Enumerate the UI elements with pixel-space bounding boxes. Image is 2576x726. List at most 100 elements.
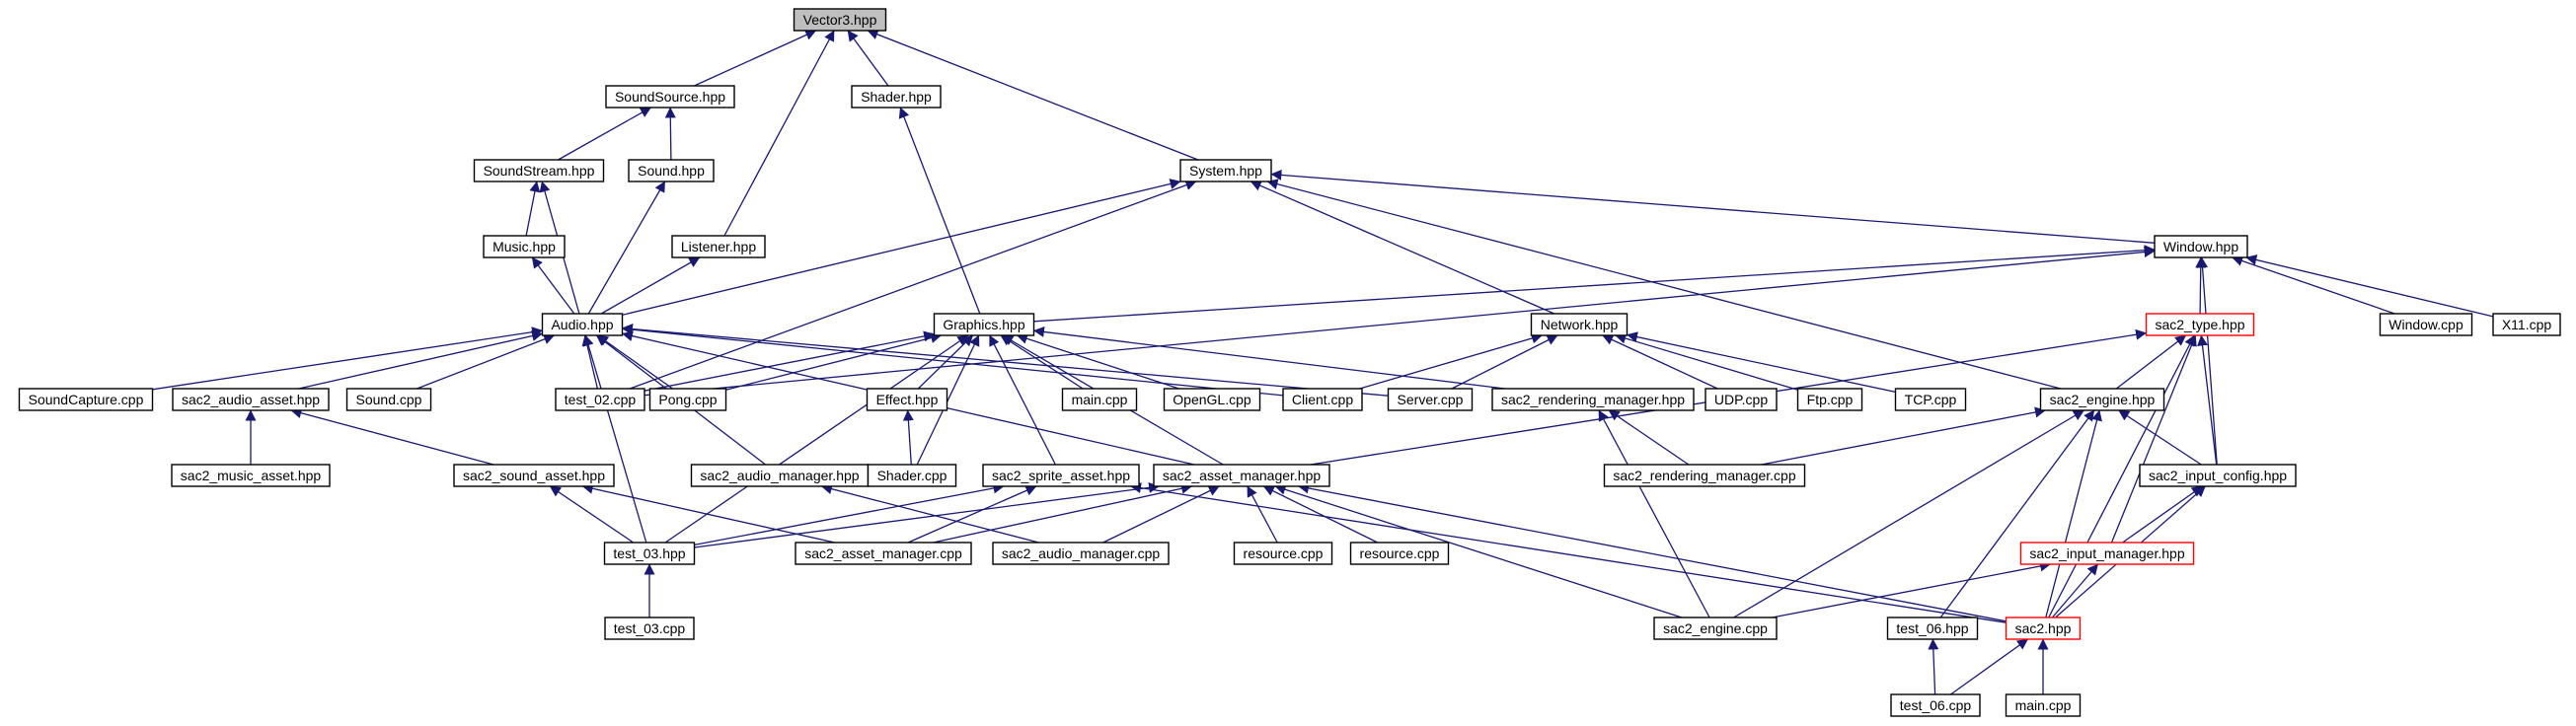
- node-sac2-asset-manager-h[interactable]: sac2_asset_manager.hpp: [1153, 464, 1330, 487]
- node-client[interactable]: Client.cpp: [1282, 388, 1363, 411]
- node-vector3[interactable]: Vector3.hpp: [793, 8, 887, 32]
- node-sac2-sprite-asset[interactable]: sac2_sprite_asset.hpp: [982, 464, 1140, 487]
- node-test03-cpp[interactable]: test_03.cpp: [604, 617, 695, 640]
- edge-audio-to-music: [531, 256, 575, 315]
- node-resource1[interactable]: resource.cpp: [1233, 542, 1333, 565]
- node-box: [453, 464, 615, 487]
- edge-test06-h-to-sac2-engine-h: [1939, 409, 2095, 618]
- node-label: sac2_audio_asset.hpp: [182, 392, 320, 407]
- edge-system-to-vector3: [867, 29, 1199, 161]
- node-label: sac2_asset_manager.hpp: [1163, 468, 1322, 483]
- node-test02[interactable]: test_02.cpp: [555, 388, 645, 411]
- node-sac2-type[interactable]: sac2_type.hpp: [2145, 313, 2255, 336]
- node-box: [345, 388, 432, 411]
- edge-audio-to-listener: [600, 256, 701, 315]
- node-ftp[interactable]: Ftp.cpp: [1796, 388, 1863, 411]
- edge-opengl-to-graphics: [1016, 333, 1179, 390]
- node-box: [171, 464, 331, 487]
- node-sac2-audio-asset[interactable]: sac2_audio_asset.hpp: [172, 388, 330, 411]
- node-system[interactable]: System.hpp: [1179, 159, 1272, 182]
- node-music[interactable]: Music.hpp: [483, 235, 566, 258]
- node-pong[interactable]: Pong.cpp: [648, 388, 727, 411]
- node-x11[interactable]: X11.cpp: [2492, 313, 2561, 336]
- node-sac2-music-asset[interactable]: sac2_music_asset.hpp: [171, 464, 331, 487]
- node-test03-h[interactable]: test_03.hpp: [603, 542, 696, 565]
- node-opengl[interactable]: OpenGL.cpp: [1163, 388, 1261, 411]
- node-sac2-rm-cpp[interactable]: sac2_rendering_manager.cpp: [1603, 464, 1806, 487]
- node-audio[interactable]: Audio.hpp: [541, 313, 624, 336]
- node-label: Graphics.hpp: [943, 317, 1024, 332]
- node-label: test_03.cpp: [614, 620, 686, 636]
- node-sac2-audio-manager-cpp[interactable]: sac2_audio_manager.cpp: [992, 542, 1170, 565]
- node-graphics[interactable]: Graphics.hpp: [933, 313, 1035, 336]
- node-sac2-rm-h[interactable]: sac2_rendering_manager.hpp: [1491, 388, 1695, 411]
- node-box: [628, 159, 715, 182]
- edge-pong-to-graphics: [725, 332, 943, 391]
- edge-sac2-input-config-to-sac2-engine-h: [2118, 409, 2202, 466]
- node-sac2-audio-manager-h[interactable]: sac2_audio_manager.hpp: [690, 464, 870, 487]
- node-label: Listener.hpp: [681, 239, 756, 254]
- edge-sac2-h-to-sac2-engine-h: [2045, 409, 2102, 618]
- edge-graphics-to-window-h: [1033, 245, 2156, 323]
- node-shader-h[interactable]: Shader.hpp: [851, 85, 942, 109]
- node-udp[interactable]: UDP.cpp: [1705, 388, 1778, 411]
- edge-shader-cpp-to-effect: [902, 409, 914, 466]
- node-label: SoundSource.hpp: [615, 89, 725, 105]
- node-effect[interactable]: Effect.hpp: [866, 388, 948, 411]
- edge-resource2-to-sac2-asset-manager-h: [1262, 485, 1378, 544]
- edge-audio-to-sound-h: [587, 181, 666, 315]
- node-test06-h[interactable]: test_06.hpp: [1886, 617, 1979, 640]
- edge-main-cpp1-to-graphics: [1000, 334, 1084, 390]
- node-sac2-sound-asset[interactable]: sac2_sound_asset.hpp: [453, 464, 615, 487]
- node-box: [1163, 388, 1261, 411]
- node-label: main.cpp: [1072, 392, 1128, 407]
- node-sac2-engine-cpp[interactable]: sac2_engine.cpp: [1653, 617, 1778, 640]
- node-box: [2039, 388, 2165, 411]
- node-sac2-input-manager[interactable]: sac2_input_manager.hpp: [2019, 542, 2195, 565]
- node-label: UDP.cpp: [1714, 392, 1768, 407]
- node-label: Window.hpp: [2163, 239, 2238, 254]
- node-label: sac2_sound_asset.hpp: [463, 468, 605, 483]
- edge-test02-to-window-h: [644, 247, 2156, 397]
- edge-test03-h-to-graphics: [664, 334, 969, 544]
- node-sac2-engine-h[interactable]: sac2_engine.hpp: [2039, 388, 2165, 411]
- node-box: [793, 8, 887, 32]
- edge-sac2-audio-asset-to-audio: [298, 330, 544, 390]
- node-main-cpp2[interactable]: main.cpp: [2005, 693, 2082, 717]
- node-test06-cpp[interactable]: test_06.cpp: [1890, 693, 1981, 717]
- node-soundcapture[interactable]: SoundCapture.cpp: [18, 388, 154, 411]
- edge-sac2-rm-h-to-graphics: [1032, 327, 1505, 390]
- node-window-h[interactable]: Window.hpp: [2154, 235, 2248, 258]
- node-label: Network.hpp: [1541, 317, 1619, 332]
- node-label: sac2_audio_manager.cpp: [1002, 545, 1161, 561]
- node-sac2-asset-manager-cpp[interactable]: sac2_asset_manager.cpp: [795, 542, 972, 565]
- node-shader-cpp[interactable]: Shader.cpp: [867, 464, 957, 487]
- edge-sac2-sprite-asset-to-graphics: [989, 334, 1056, 466]
- node-label: sac2_sprite_asset.hpp: [992, 468, 1130, 483]
- node-window-cpp[interactable]: Window.cpp: [2379, 313, 2473, 336]
- node-sound-h[interactable]: Sound.hpp: [628, 159, 715, 182]
- node-network[interactable]: Network.hpp: [1530, 313, 1629, 336]
- node-sac2-input-config[interactable]: sac2_input_config.hpp: [2139, 464, 2297, 487]
- node-main-cpp1[interactable]: main.cpp: [1061, 388, 1138, 411]
- node-soundsource[interactable]: SoundSource.hpp: [605, 85, 735, 109]
- edge-window-h-to-system: [1270, 169, 2156, 244]
- node-sac2-h[interactable]: sac2.hpp: [2005, 617, 2082, 640]
- node-tcp[interactable]: TCP.cpp: [1894, 388, 1967, 411]
- node-server[interactable]: Server.cpp: [1387, 388, 1474, 411]
- node-label: Audio.hpp: [551, 317, 613, 332]
- node-soundstream[interactable]: SoundStream.hpp: [473, 159, 605, 182]
- node-listener[interactable]: Listener.hpp: [671, 235, 766, 258]
- node-label: Effect.hpp: [876, 392, 939, 407]
- edge-graphics-to-shader-h: [898, 107, 981, 315]
- node-box: [671, 235, 766, 258]
- node-label: sac2_asset_manager.cpp: [804, 545, 962, 561]
- edge-shader-cpp-to-graphics: [916, 334, 980, 466]
- node-box: [1886, 617, 1979, 640]
- node-box: [1387, 388, 1474, 411]
- node-resource2[interactable]: resource.cpp: [1349, 542, 1450, 565]
- node-label: sac2_rendering_manager.hpp: [1501, 392, 1685, 407]
- edge-sac2-input-manager-to-sac2-input-config: [2122, 485, 2203, 544]
- edge-x11-to-window-h: [2245, 254, 2494, 318]
- node-sound-cpp[interactable]: Sound.cpp: [345, 388, 432, 411]
